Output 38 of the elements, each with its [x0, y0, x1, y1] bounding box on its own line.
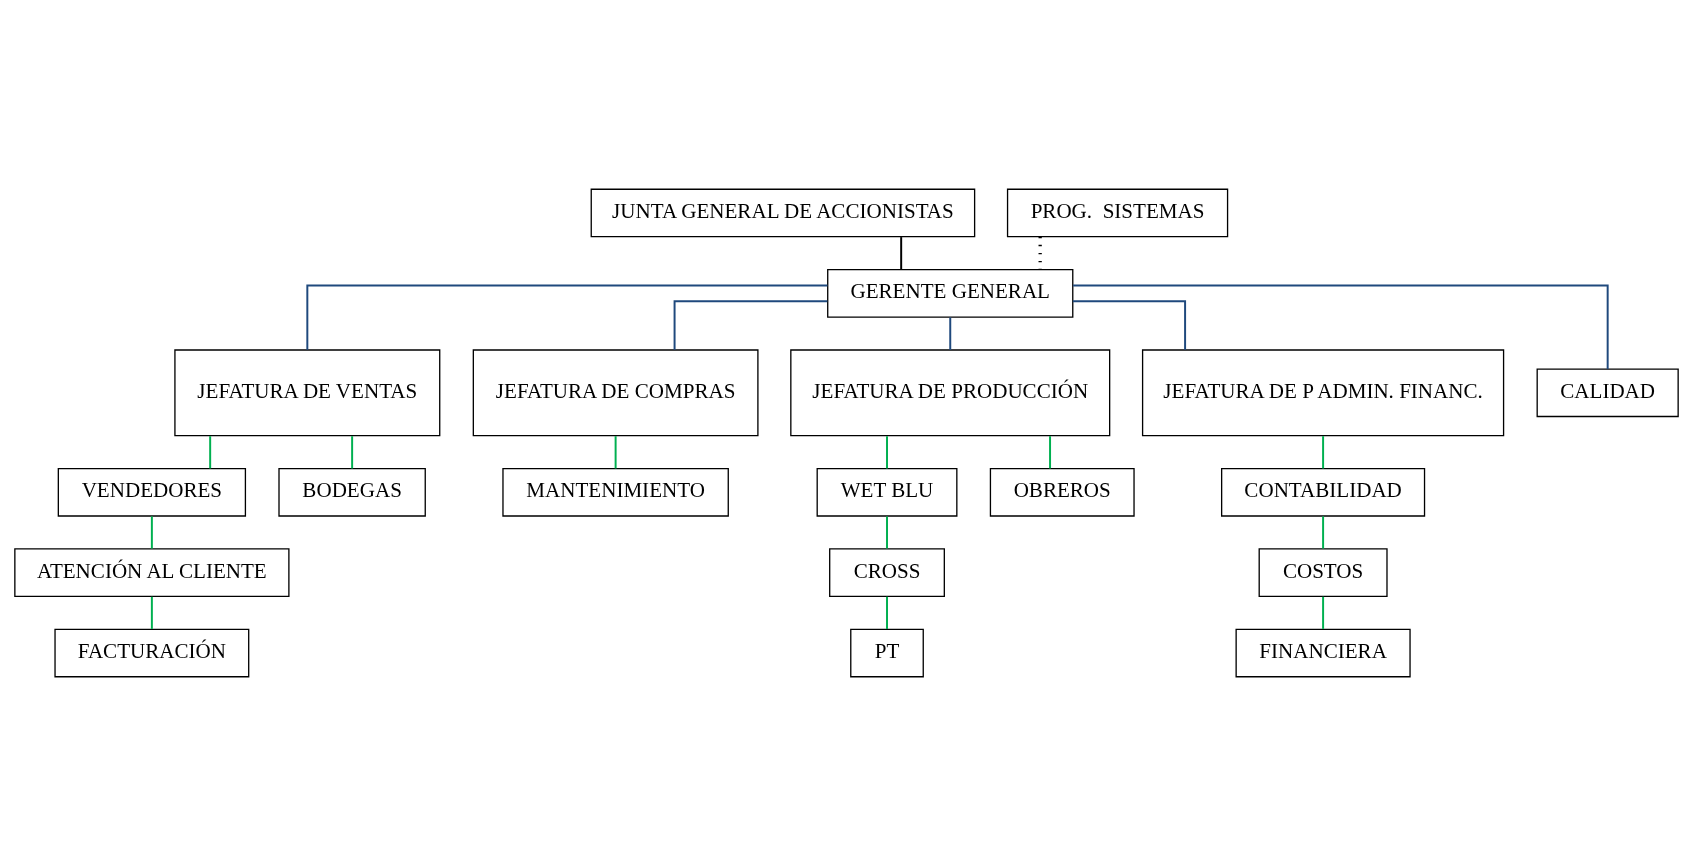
- node-box: CROSS: [829, 548, 945, 598]
- node-box: FACTURACIÓN: [54, 628, 250, 678]
- node-box: JEFATURA DE VENTAS: [174, 349, 441, 437]
- connector: [614, 435, 617, 470]
- connector: [1071, 300, 1187, 351]
- node-box: BODEGAS: [278, 467, 426, 517]
- node-box: JEFATURA DE PRODUCCIÓN: [790, 349, 1111, 437]
- connector: [351, 435, 354, 470]
- node-box: COSTOS: [1258, 548, 1388, 598]
- connector: [886, 435, 888, 470]
- node-box: CALIDAD: [1536, 368, 1679, 418]
- node-box: ATENCIÓN AL CLIENTE: [14, 548, 290, 598]
- connector: [209, 435, 212, 470]
- node-box: JEFATURA DE P ADMIN. FINANC.: [1141, 349, 1505, 437]
- connector: [306, 284, 829, 351]
- node-box: MANTENIMIENTO: [502, 467, 729, 517]
- connector: [886, 595, 888, 630]
- node-box: PROG. SISTEMAS: [1006, 188, 1229, 238]
- node-box: CONTABILIDAD: [1221, 467, 1426, 517]
- node-box: PT: [850, 628, 924, 678]
- connector: [1322, 435, 1325, 470]
- connector: [900, 236, 903, 271]
- node-box: JEFATURA DE COMPRAS: [472, 349, 759, 437]
- node-box: GERENTE GENERAL: [827, 268, 1074, 318]
- connector: [949, 316, 952, 351]
- node-box: VENDEDORES: [57, 467, 247, 517]
- connector: [1072, 284, 1609, 370]
- connector: [150, 515, 153, 550]
- connector: [886, 515, 888, 550]
- node-box: WET BLU: [816, 467, 958, 517]
- connector: [1322, 595, 1325, 630]
- connector: [673, 300, 829, 351]
- node-box: OBREROS: [989, 467, 1135, 517]
- connector: [150, 595, 153, 630]
- node-box: JUNTA GENERAL DE ACCIONISTAS: [590, 188, 976, 238]
- connector: [1049, 435, 1052, 470]
- connector: [1322, 515, 1325, 550]
- node-box: FINANCIERA: [1235, 628, 1411, 678]
